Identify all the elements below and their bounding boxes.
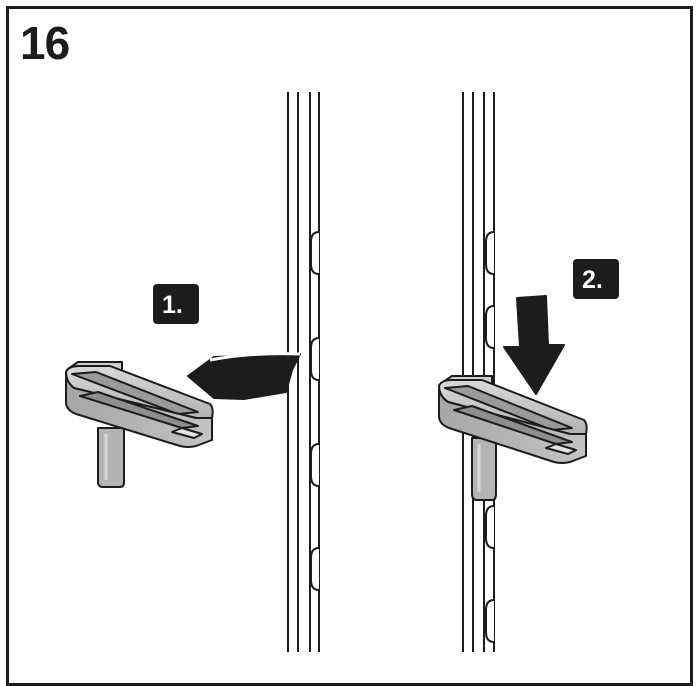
step-number: 16 — [20, 17, 70, 69]
push-down-arrow — [503, 295, 565, 395]
step-badge-2: 2. — [573, 259, 619, 299]
step-badge-1: 1. — [153, 284, 199, 324]
assembly-illustration: 1. 2. — [65, 92, 619, 652]
right-bracket — [438, 375, 588, 501]
step-badge-1-label: 1. — [162, 291, 183, 319]
insert-arrow — [187, 352, 301, 400]
left-rail — [287, 92, 320, 652]
left-bracket — [65, 361, 214, 488]
step-badge-2-label: 2. — [582, 266, 603, 294]
right-rail — [462, 92, 495, 652]
